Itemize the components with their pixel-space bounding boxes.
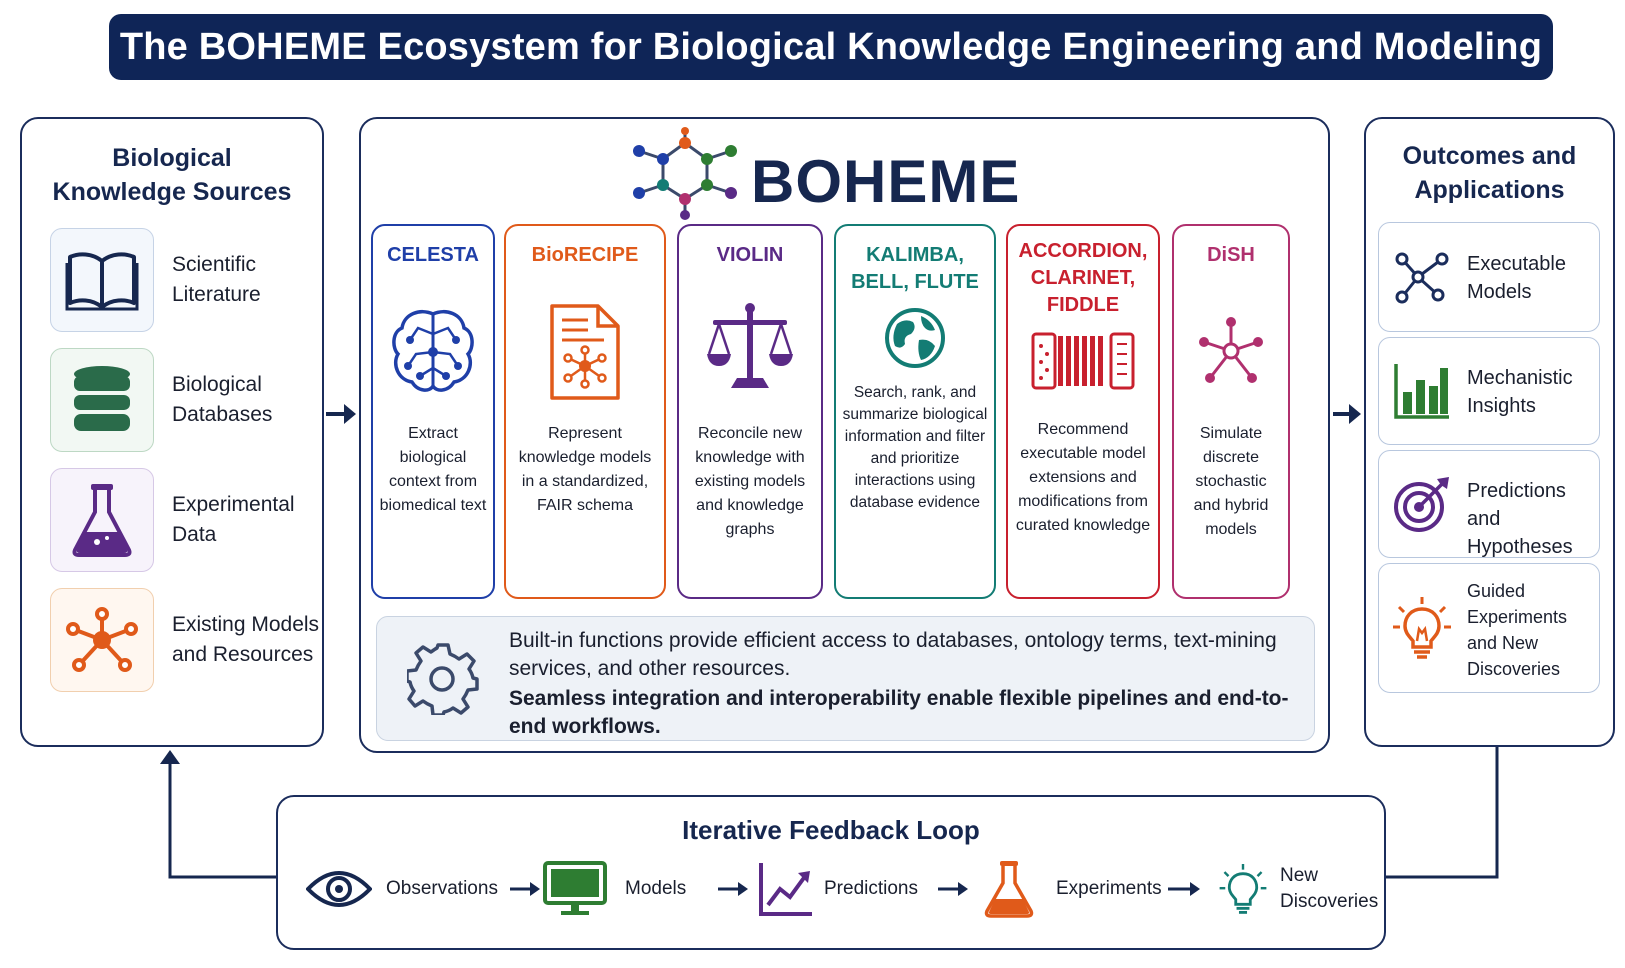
arrow-sources-to-boheme: [326, 404, 356, 424]
loop-arrow: [1168, 882, 1200, 896]
tool-description: Simulate discrete stochastic and hybrid …: [1193, 425, 1269, 538]
arrow-boheme-to-outcomes: [1333, 404, 1361, 424]
tool-name: DiSH: [1207, 244, 1255, 266]
sources-title: Biological Knowledge Sources: [52, 144, 292, 206]
outcome-item-mechanistic-insights: Mechanistic Insights: [1378, 337, 1600, 445]
loop-arrow: [718, 882, 748, 896]
tool-name: BioRECIPE: [531, 244, 639, 266]
outcome-item-executable-models: Executable Models: [1378, 222, 1600, 332]
network-graph-icon: [1387, 223, 1457, 331]
tool-name: KALIMBA, BELL, FLUTE: [851, 244, 979, 293]
eye-icon: [306, 871, 372, 907]
loop-step-experiments: Experiments: [984, 849, 1162, 929]
tool-name: VIOLIN: [716, 244, 784, 266]
outcome-item-predictions: Predictions and Hypotheses: [1378, 450, 1600, 558]
feedback-loop-panel: Iterative Feedback Loop Observations Mod…: [276, 795, 1386, 950]
gear-icon: [407, 643, 479, 715]
source-item-models: Existing Models and Resources: [36, 588, 319, 692]
tool-description: Reconcile new knowledge with existing mo…: [694, 425, 806, 538]
loop-step-label: New Discoveries: [1280, 865, 1379, 912]
page-title: The BOHEME Ecosystem for Biological Know…: [119, 25, 1543, 68]
outcomes-panel: Outcomes and Applications Executable Mod…: [1364, 117, 1615, 747]
brain-icon: [373, 306, 493, 396]
tool-description: Extract biological context from biomedic…: [379, 425, 487, 514]
tool-card-biorecipe: BioRECIPE Represent knowledge models in …: [504, 224, 666, 599]
book-icon: [50, 228, 154, 332]
source-item-literature: Scientific Literature: [36, 228, 312, 332]
source-label: Biological Databases: [172, 373, 273, 426]
feedback-loop-title: Iterative Feedback Loop: [682, 815, 980, 845]
loop-arrow: [938, 882, 968, 896]
database-icon: [50, 348, 154, 452]
document-network-icon: [506, 302, 664, 402]
loop-return-line: [160, 747, 1499, 879]
outcome-item-guided-experiments: Guided Experiments and New Discoveries: [1378, 563, 1600, 693]
title-banner: The BOHEME Ecosystem for Biological Know…: [109, 14, 1553, 80]
outcome-label: Mechanistic Insights: [1467, 367, 1573, 417]
bar-chart-icon: [1387, 338, 1457, 444]
builtin-text: Built-in functions provide efficient acc…: [509, 627, 1299, 741]
flask-icon: [984, 861, 1034, 918]
boheme-title: BOHEME: [751, 148, 1021, 215]
source-label: Experimental Data: [172, 493, 295, 546]
tool-description: Represent knowledge models in a standard…: [518, 425, 652, 514]
target-icon: [1387, 451, 1457, 557]
tool-name: CELESTA: [387, 244, 479, 266]
globe-icon: [836, 306, 994, 370]
outcome-label: Predictions and Hypotheses: [1467, 480, 1573, 558]
source-item-experimental: Experimental Data: [36, 468, 312, 572]
tool-card-dish: DiSH Simulate discrete stochastic and hy…: [1172, 224, 1290, 599]
loop-step-observations: Observations: [306, 849, 498, 929]
loop-arrows: [510, 882, 1200, 896]
network-icon: [50, 588, 154, 692]
scales-icon: [679, 302, 821, 394]
loop-step-label: Models: [625, 878, 687, 899]
outcomes-title: Outcomes and Applications: [1402, 142, 1577, 204]
tool-card-celesta: CELESTA Extract biological context from …: [371, 224, 495, 599]
builtin-description: Built-in functions provide efficient acc…: [509, 629, 1277, 680]
molecule-network-icon: [633, 127, 737, 220]
loop-step-label: Predictions: [824, 878, 918, 899]
loop-step-new-discoveries: New Discoveries: [1218, 849, 1379, 929]
monitor-icon: [543, 861, 607, 915]
outcome-label: Executable Models: [1467, 253, 1566, 303]
hub-network-icon: [1174, 316, 1288, 386]
tool-card-accordion: ACCORDION, CLARINET, FIDDLE Recommend ex…: [1006, 224, 1160, 599]
loop-arrow: [510, 882, 540, 896]
boheme-header: BOHEME: [629, 127, 1049, 227]
flask-icon: [50, 468, 154, 572]
tool-card-violin: VIOLIN Reconcile new knowledge with exis…: [677, 224, 823, 599]
lightbulb-icon: [1219, 864, 1267, 914]
tool-description: Search, rank, and summarize biological i…: [842, 384, 988, 511]
loop-step-predictions: Predictions: [758, 849, 918, 929]
tool-name: ACCORDION, CLARINET, FIDDLE: [1018, 240, 1148, 316]
loop-step-label: Experiments: [1056, 878, 1162, 899]
source-label: Existing Models and Resources: [172, 613, 320, 666]
accordion-icon: [1008, 330, 1158, 392]
outcome-label: Guided Experiments and New Discoveries: [1467, 581, 1568, 679]
boheme-panel: BOHEME CELESTA Extract biological contex…: [359, 117, 1330, 753]
sources-panel: Biological Knowledge Sources Scientific …: [20, 117, 324, 747]
source-item-databases: Biological Databases: [36, 348, 312, 452]
loop-step-models: Models: [543, 849, 686, 929]
tool-description: Recommend executable model extensions an…: [1015, 421, 1151, 534]
tool-card-kalimba: KALIMBA, BELL, FLUTE Search, rank, and s…: [834, 224, 996, 599]
lightbulb-icon: [1387, 564, 1457, 692]
builtin-integration-text: Seamless integration and interoperabilit…: [509, 687, 1289, 738]
trend-chart-icon: [759, 863, 812, 916]
builtin-functions-box: Built-in functions provide efficient acc…: [376, 616, 1315, 741]
loop-step-label: Observations: [386, 878, 498, 899]
source-label: Scientific Literature: [172, 253, 261, 306]
